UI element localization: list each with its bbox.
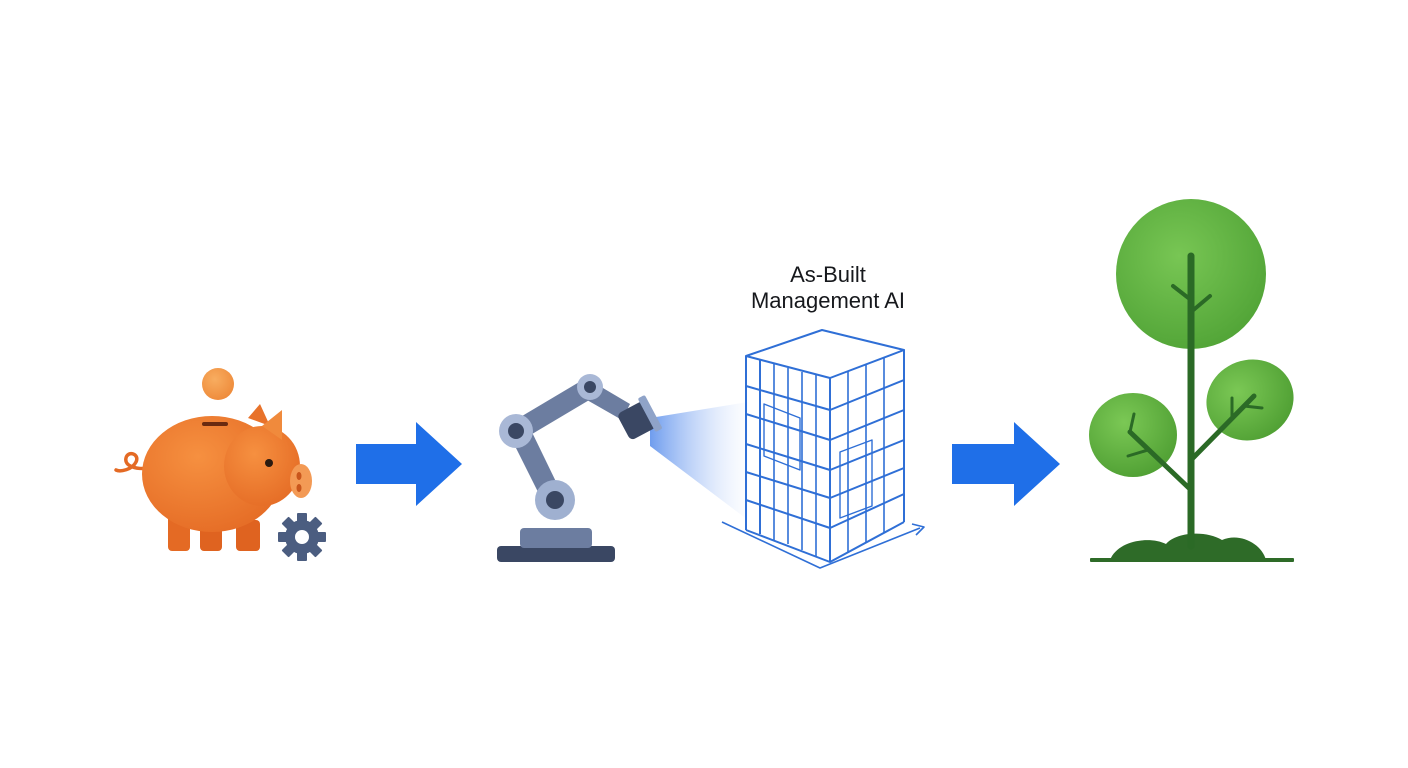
scan-beam: [650, 402, 748, 520]
pig-snout: [290, 464, 312, 498]
flow-arrow-2: [952, 422, 1060, 506]
robotic-arm-scanner-icon: [497, 374, 748, 562]
flow-arrow-1: [356, 422, 462, 506]
as-built-management-ai-label: As-Built Management AI: [718, 262, 938, 314]
label-line-2: Management AI: [750, 288, 906, 313]
building-wireframe-icon: [721, 329, 925, 569]
growing-tree-icon: [1089, 199, 1294, 562]
pig-leg: [236, 520, 260, 551]
label-line-1: As-Built: [790, 262, 866, 287]
pig-ear: [262, 410, 282, 440]
robot-base: [497, 546, 615, 562]
pig-eye: [265, 459, 273, 467]
coin-slot: [202, 422, 228, 426]
ground-line: [1090, 558, 1294, 562]
piggy-bank-gear-icon: [114, 368, 326, 561]
pig-tail: [114, 451, 152, 473]
coin-icon: [202, 368, 234, 400]
pig-head: [224, 426, 300, 506]
gear-icon: [278, 513, 326, 561]
pig-ear: [248, 404, 270, 426]
